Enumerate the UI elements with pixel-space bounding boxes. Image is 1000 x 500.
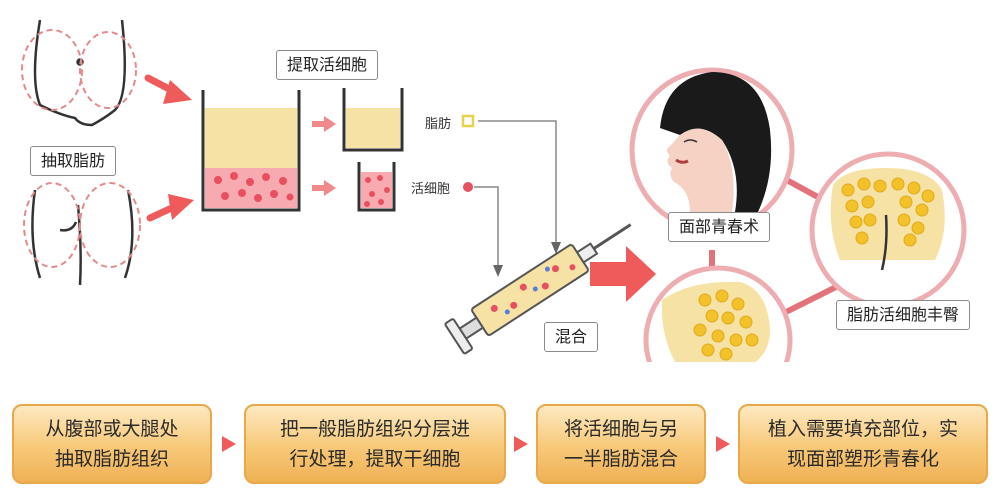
arrow-to-results: [590, 246, 656, 302]
fat-connector-line: [478, 120, 557, 245]
face-result-circle: [629, 67, 795, 233]
label-extract-live-cells: 提取活细胞: [276, 50, 379, 80]
cell-connector-line: [474, 186, 499, 268]
breast-result-circle: [643, 265, 793, 362]
step-1-box: 从腹部或大腿处抽取脂肪组织: [12, 404, 212, 484]
step-4-box: 植入需要填充部位，实现面部塑形青春化: [738, 404, 988, 484]
label-buttock-augmentation: 脂肪活细胞丰臀: [836, 300, 971, 330]
step-3-box: 将活细胞与另一半脂肪混合: [536, 404, 706, 484]
label-fat: 脂肪: [425, 117, 452, 132]
arrow-thigh-to-beaker: [146, 194, 194, 222]
cell-marker-icon: [463, 182, 473, 192]
label-mix: 混合: [544, 322, 599, 352]
cell-container: [357, 162, 396, 212]
step-3-line-2: 一半脂肪混合: [563, 448, 678, 470]
buttock-result-circle: [809, 151, 967, 309]
step-1-line-2: 抽取脂肪组织: [54, 448, 169, 470]
fat-container: [342, 88, 404, 152]
step-arrows: [222, 436, 730, 452]
label-face-rejuvenation: 面部青春术: [668, 212, 771, 242]
step-2-box: 把一般脂肪组织分层进行处理，提取干细胞: [244, 404, 506, 484]
step-2-line-2: 行处理，提取干细胞: [289, 448, 461, 470]
connector-breast-buttock: [784, 283, 840, 315]
arrow-to-cell-container: [312, 180, 336, 196]
large-beaker: [201, 90, 301, 212]
arrow-abdomen-to-beaker: [144, 74, 192, 104]
step-4-line-2: 现面部塑形青春化: [786, 448, 939, 470]
step-1-line-1: 从腹部或大腿处: [45, 418, 179, 440]
label-live-cells: 活细胞: [411, 182, 451, 197]
fat-marker-icon: [461, 114, 475, 128]
step-3-line-1: 将活细胞与另: [563, 418, 678, 440]
arrow-to-fat-container: [312, 116, 336, 132]
step-2-line-1: 把一般脂肪组织分层进: [279, 418, 470, 440]
syringe-icon: [444, 223, 632, 355]
step-4-line-1: 植入需要填充部位，实: [767, 418, 958, 440]
abdomen-figure: [21, 19, 137, 127]
label-extract-fat: 抽取脂肪: [30, 146, 117, 176]
thigh-figure: [23, 182, 141, 286]
